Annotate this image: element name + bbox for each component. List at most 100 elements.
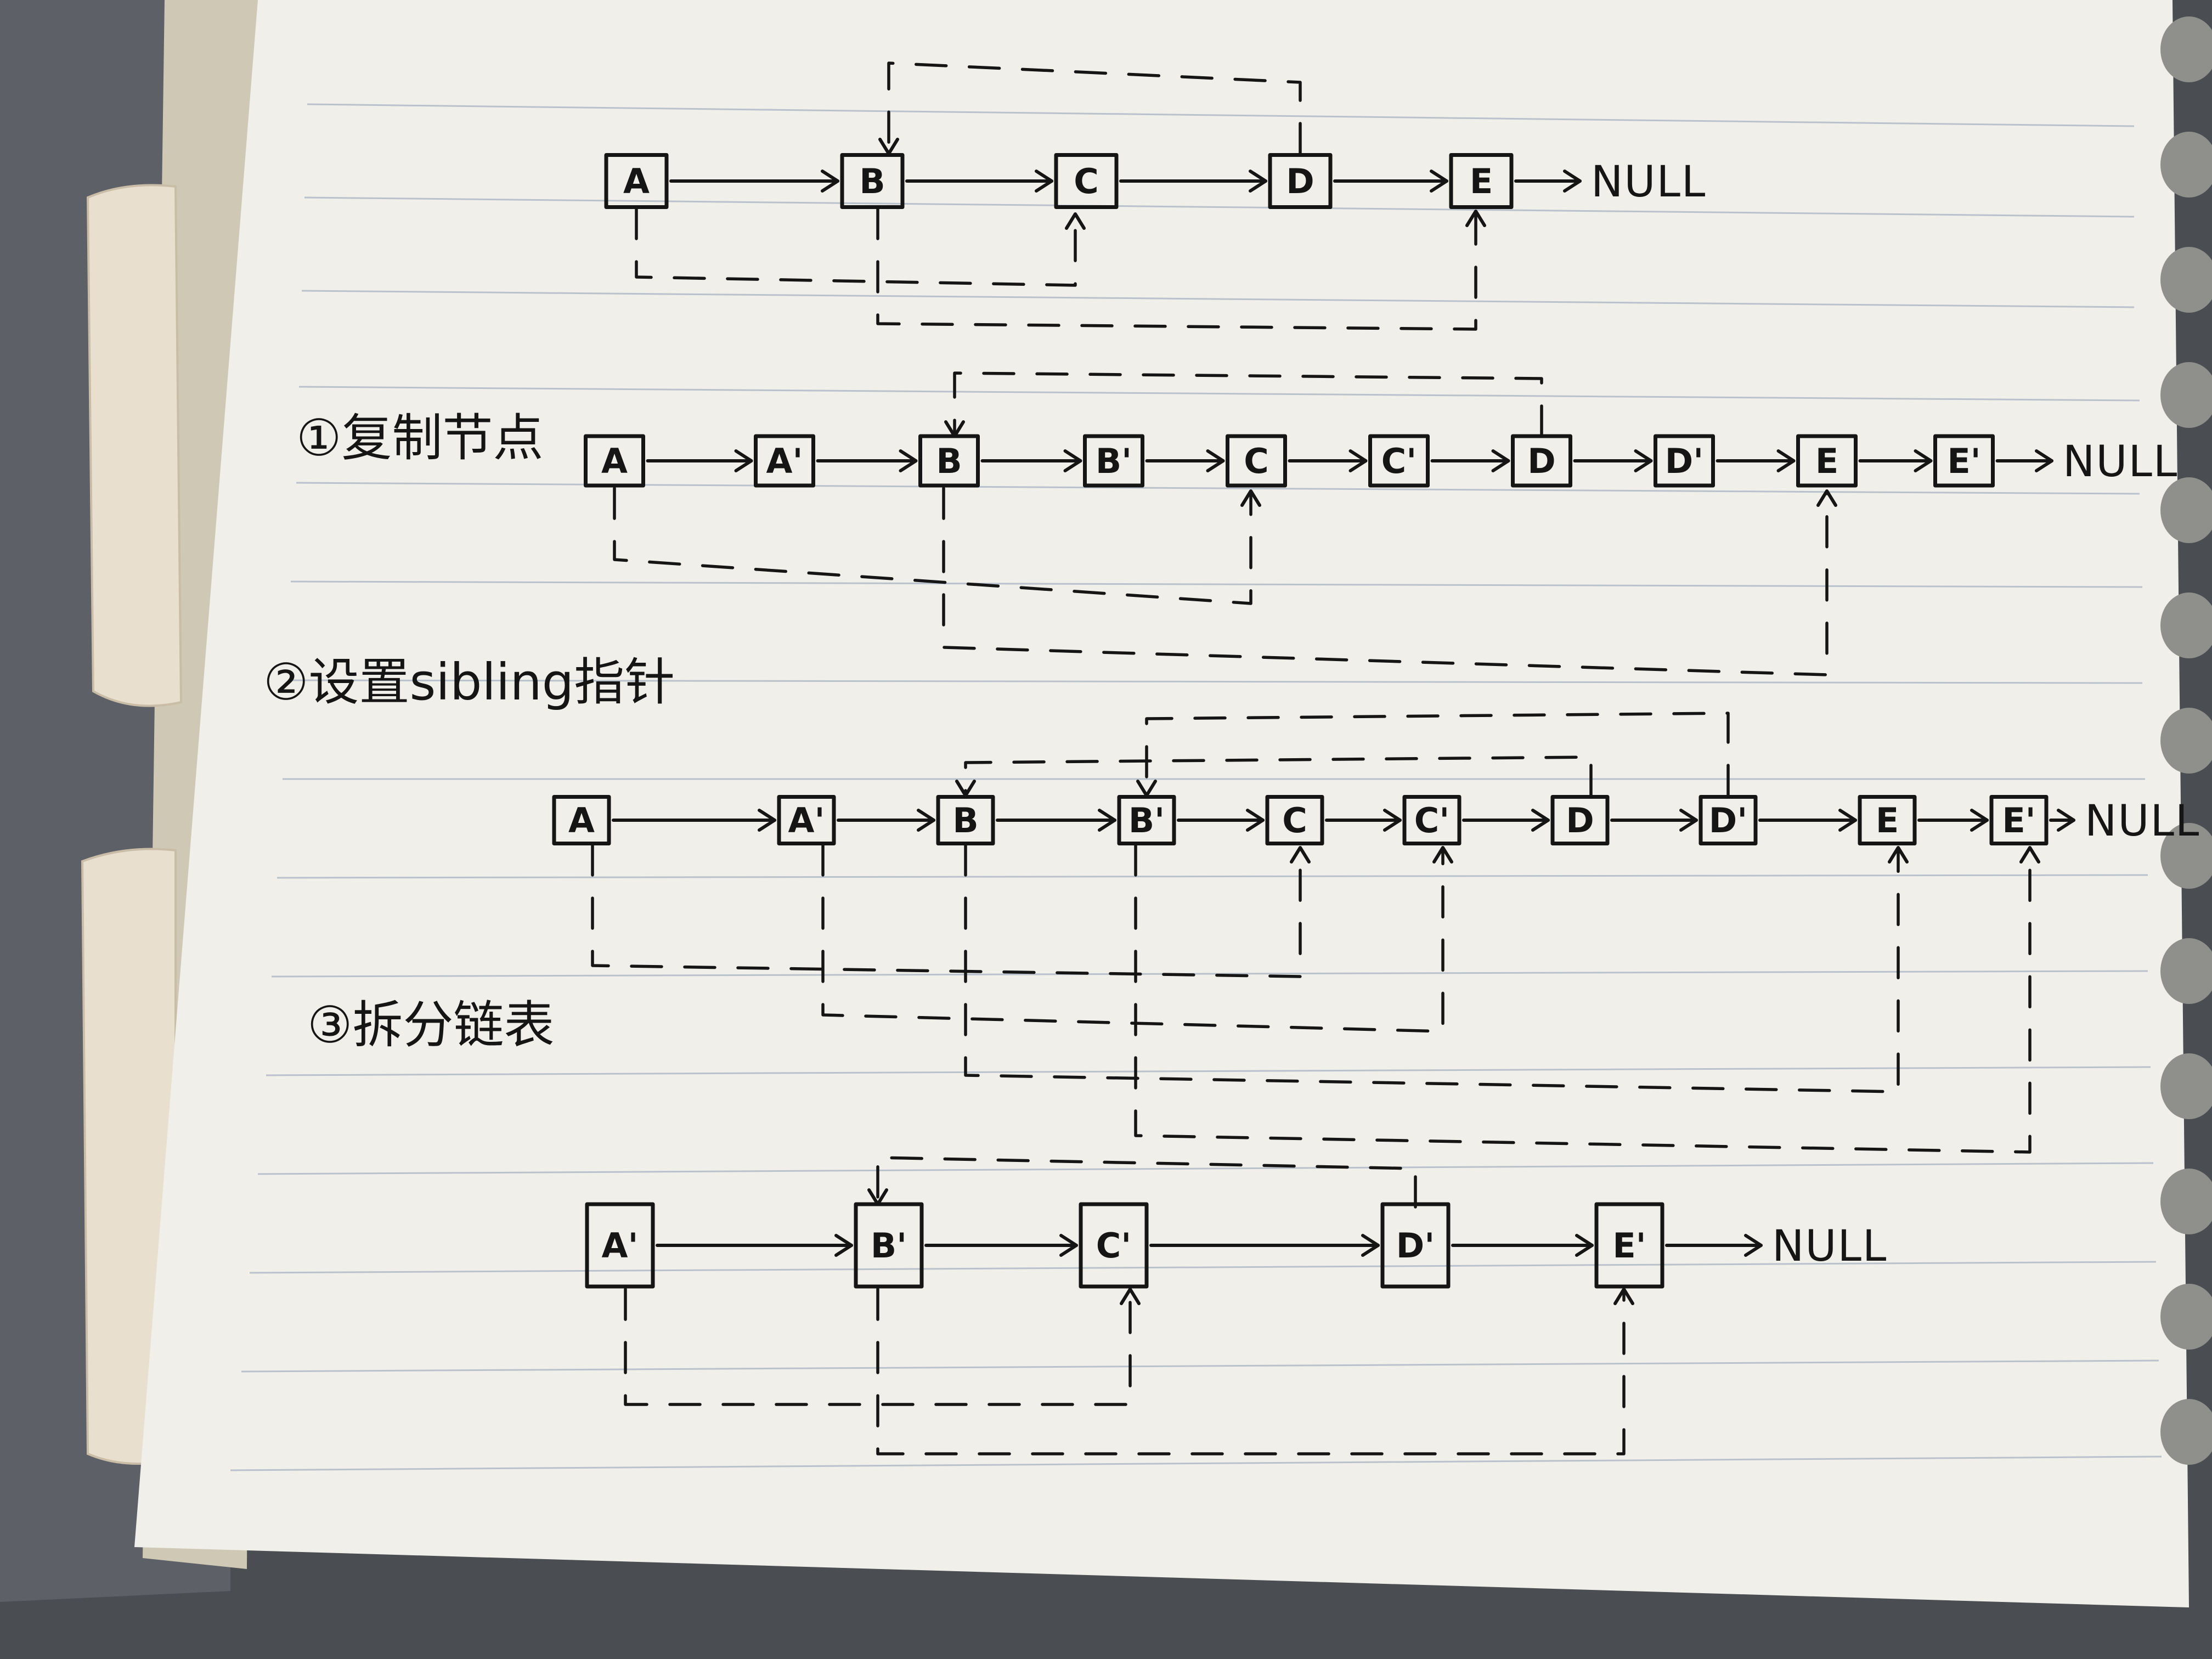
node-label: A' — [602, 1226, 639, 1266]
node-e: E — [1796, 434, 1858, 488]
node-label: A' — [766, 441, 803, 481]
node-box — [840, 153, 905, 209]
node-label: D — [1566, 800, 1594, 840]
node-label: D — [1527, 441, 1555, 481]
node-box — [1449, 153, 1514, 209]
node-label: E — [1815, 441, 1838, 481]
node-label: C — [1074, 161, 1099, 201]
node-label: D' — [1665, 441, 1703, 481]
arrowhead — [1098, 809, 1116, 832]
arrowhead — [1246, 809, 1265, 832]
sibling-arrowhead — [1065, 212, 1086, 230]
step3-list: A'B'C'D'E'NULL — [585, 1156, 1887, 1455]
arrowhead — [758, 809, 776, 832]
node-box — [754, 434, 815, 488]
node-label: C — [1282, 800, 1307, 840]
arrowhead — [1838, 809, 1857, 832]
node-box — [584, 434, 645, 488]
sibling-pointer-b-to-e — [964, 843, 1900, 1093]
node-label: B' — [1096, 441, 1132, 481]
sibling-pointer-d-prime-to-b-prime — [876, 1156, 1417, 1209]
arrowhead — [821, 170, 839, 193]
node-box — [1550, 795, 1610, 845]
node-b-prime: B' — [854, 1202, 924, 1289]
sibling-pointer-a-to-c — [635, 207, 1077, 287]
node-c-prime: C' — [1368, 434, 1430, 488]
arrowhead — [2035, 449, 2053, 472]
sibling-pointer-b-to-e — [942, 487, 1829, 676]
null-label: NULL — [2085, 797, 2200, 846]
node-box — [1368, 434, 1430, 488]
node-label: E' — [1612, 1226, 1646, 1266]
sibling-arrowhead — [1120, 1288, 1141, 1305]
arrowhead — [917, 809, 935, 832]
arrowhead — [834, 1234, 853, 1257]
node-d: D — [1550, 795, 1610, 845]
sibling-pointer-a-to-c — [613, 487, 1252, 605]
node-e: E — [1449, 153, 1514, 209]
sibling-arrowhead — [1613, 1288, 1634, 1305]
spiral-binding — [2160, 16, 2212, 1465]
node-label: B — [936, 441, 962, 481]
node-c: C — [1265, 795, 1324, 845]
null-label: NULL — [2063, 437, 2178, 487]
null-label: NULL — [1772, 1222, 1887, 1271]
sibling-arrowhead — [955, 780, 976, 797]
node-label: C' — [1414, 800, 1449, 840]
arrowhead — [1430, 170, 1448, 193]
node-e-prime: E' — [1594, 1202, 1664, 1289]
arrowhead — [1059, 1234, 1078, 1257]
node-label: A — [623, 161, 650, 201]
node-label: B' — [1128, 800, 1165, 840]
sibling-arrowhead — [1888, 846, 1909, 864]
sibling-pointer-a-prime-to-c-prime — [624, 1288, 1132, 1406]
node-label: B — [859, 161, 885, 201]
node-label: D' — [1709, 800, 1747, 840]
node-label: A — [601, 441, 628, 481]
arrowhead — [1634, 449, 1653, 472]
sibling-arrowhead — [1816, 489, 1837, 507]
sibling-arrowhead — [2019, 846, 2040, 864]
step1-label: ①复制节点 — [296, 409, 543, 467]
node-label: C — [1244, 441, 1269, 481]
node-box — [854, 1202, 924, 1289]
node-box — [1594, 1202, 1664, 1289]
sibling-pointer-d-to-b — [953, 371, 1543, 438]
node-a: A — [604, 153, 669, 209]
arrowhead — [1249, 170, 1267, 193]
node-box — [1858, 795, 1917, 845]
node-box — [1265, 795, 1324, 845]
node-box — [1402, 795, 1462, 845]
node-b: B — [840, 153, 905, 209]
node-b: B — [918, 434, 980, 488]
node-box — [552, 795, 611, 845]
node-b: B — [936, 795, 995, 845]
node-label: D — [1286, 161, 1314, 201]
sibling-arrowhead — [878, 138, 899, 155]
step3-label: ③拆分链表 — [307, 996, 554, 1054]
node-label: E' — [1947, 441, 1980, 481]
node-e: E — [1858, 795, 1917, 845]
sibling-pointer-a-to-c — [591, 843, 1302, 978]
arrowhead — [1063, 449, 1082, 472]
node-box — [1654, 434, 1715, 488]
arrowhead — [1035, 170, 1053, 193]
arrowhead — [1361, 1234, 1380, 1257]
node-label: C' — [1096, 1226, 1131, 1266]
node-a-prime: A' — [585, 1202, 655, 1289]
node-box — [1054, 153, 1119, 209]
arrowhead — [1776, 449, 1796, 472]
node-a-prime: A' — [777, 795, 836, 845]
sibling-arrowhead — [1290, 846, 1311, 864]
sibling-pointer-d-to-b — [887, 61, 1302, 155]
step2-label: ②设置sibling指针 — [263, 653, 675, 712]
node-box — [585, 1202, 655, 1289]
node-d-prime: D' — [1654, 434, 1715, 488]
node-label: B — [952, 800, 978, 840]
ruled-lines — [230, 103, 2162, 1471]
arrowhead — [1383, 809, 1402, 832]
arrowhead — [1348, 449, 1368, 472]
sibling-arrowhead — [944, 420, 965, 438]
